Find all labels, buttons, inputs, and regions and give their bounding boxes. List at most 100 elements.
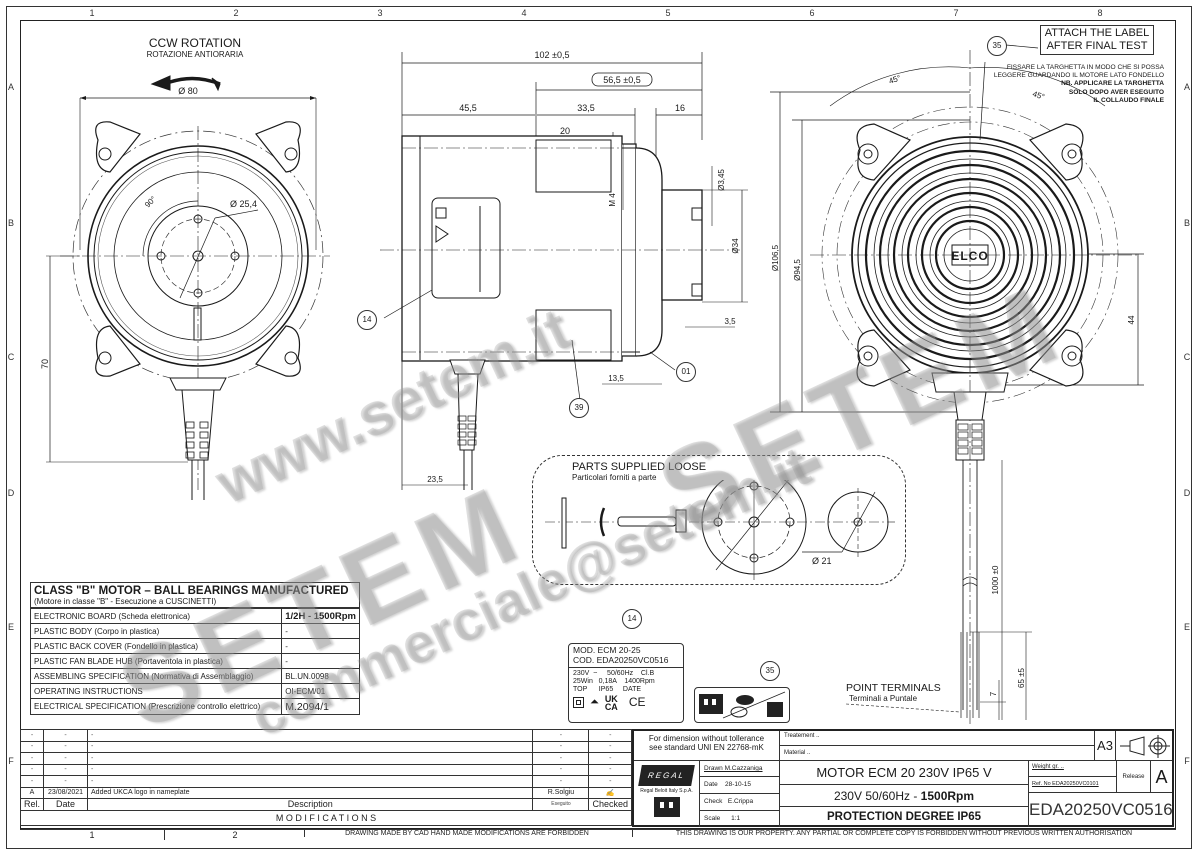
attach-label-line2: AFTER FINAL TEST bbox=[1046, 40, 1148, 53]
check-label: Check bbox=[704, 798, 723, 805]
svg-text:45°: 45° bbox=[888, 73, 902, 86]
svg-text:3,5: 3,5 bbox=[724, 317, 736, 326]
mod-date: 23/08/2021 bbox=[43, 786, 89, 799]
mod-row-empty: ----- bbox=[19, 763, 632, 776]
mod-row-empty: ----- bbox=[19, 729, 632, 742]
rotation-note: CCW ROTATION ROTAZIONE ANTIORARIA bbox=[110, 36, 280, 59]
elco-house-icon bbox=[653, 797, 680, 817]
mod-executed: R.Solgiu bbox=[532, 786, 590, 799]
date-value: 28-10-15 bbox=[724, 781, 751, 788]
spec-value: - bbox=[281, 638, 359, 654]
date-label: Date bbox=[704, 781, 718, 788]
svg-text:70: 70 bbox=[40, 359, 50, 369]
mod-row-empty: ----- bbox=[19, 752, 632, 765]
row-label: B bbox=[7, 218, 14, 228]
svg-text:102 ±0,5: 102 ±0,5 bbox=[535, 50, 570, 60]
elco-logo-icon bbox=[699, 691, 786, 719]
projection-symbol-icon bbox=[1116, 731, 1172, 761]
date-field: Date 28-10-15 bbox=[700, 777, 780, 794]
svg-text:Ø 25,4: Ø 25,4 bbox=[230, 199, 257, 209]
description-voltage: 230V 50/60Hz - bbox=[833, 789, 921, 803]
company-name: Regal Beloit Italy S.p.A. bbox=[640, 788, 693, 794]
spec-label: PLASTIC FAN BLADE HUB (Portaventola in p… bbox=[31, 653, 282, 669]
spec-label: OPERATING INSTRUCTIONS bbox=[31, 683, 282, 699]
description-rpm: 1500Rpm bbox=[920, 789, 975, 803]
callout-35-label: 35 bbox=[760, 661, 780, 681]
mod-header-rel: Rel. bbox=[19, 798, 45, 811]
col-label: 8 bbox=[1097, 8, 1103, 18]
spec-label: ASSEMBLING SPECIFICATION (Normativa di A… bbox=[31, 668, 282, 684]
svg-text:33,5: 33,5 bbox=[577, 103, 595, 113]
approval-mark-icon: ⏶ bbox=[590, 696, 599, 709]
svg-text:ELCO: ELCO bbox=[951, 249, 988, 263]
callout-35: 35 bbox=[987, 36, 1007, 56]
svg-text:Ø3,45: Ø3,45 bbox=[717, 169, 726, 191]
note-line: SOLO DOPO AVER ESEGUITO bbox=[1068, 88, 1164, 96]
spec-row: PLASTIC BACK COVER (Fondello in plastica… bbox=[31, 638, 359, 654]
svg-text:13,5: 13,5 bbox=[608, 374, 624, 383]
attach-label-line1: ATTACH THE LABEL bbox=[1044, 27, 1150, 39]
tolerance-line: see standard UNI EN 22768-mK bbox=[649, 743, 764, 752]
row-label: A bbox=[1183, 82, 1190, 92]
note-line: IL COLLAUDO FINALE bbox=[1093, 96, 1164, 104]
title-block: For dimension without tollerance see sta… bbox=[632, 729, 1174, 827]
row-label: A bbox=[7, 82, 14, 92]
svg-text:Ø 80: Ø 80 bbox=[178, 86, 198, 96]
description-line-3: PROTECTION DEGREE IP65 bbox=[826, 811, 981, 823]
drawing-inner-frame bbox=[20, 20, 1176, 829]
tolerance-line: For dimension without tollerance bbox=[648, 734, 765, 743]
svg-text:44: 44 bbox=[1127, 315, 1136, 324]
parts-loose-drawing: Ø 36 Ø 21 bbox=[545, 480, 895, 580]
col-label: 7 bbox=[953, 8, 959, 18]
brand-label bbox=[694, 687, 790, 723]
spec-label: PLASTIC BACK COVER (Fondello in plastica… bbox=[31, 638, 282, 654]
parts-loose-heading: PARTS SUPPLIED LOOSE bbox=[572, 461, 707, 473]
col-label: 1 bbox=[89, 8, 95, 18]
svg-text:Ø106,5: Ø106,5 bbox=[771, 244, 780, 271]
spec-value: BL.UN.0098 bbox=[281, 668, 359, 684]
note-line: NB. APPLICARE LA TARGHETTA bbox=[1061, 80, 1164, 88]
row-label: F bbox=[1184, 756, 1190, 766]
row-label: E bbox=[1183, 622, 1190, 632]
svg-text:23,5: 23,5 bbox=[427, 475, 443, 484]
mod-row-empty: ----- bbox=[19, 775, 632, 788]
footer-col-2: 2 bbox=[164, 830, 305, 840]
scale-label: Scale bbox=[704, 815, 721, 822]
nameplate-line: 25Win 0,18A 1400Rpm bbox=[573, 677, 655, 685]
release-label: Release bbox=[1116, 761, 1150, 793]
svg-text:1000 ±0: 1000 ±0 bbox=[991, 565, 1000, 594]
row-label: C bbox=[7, 352, 15, 362]
nameplate-model: MOD. ECM 20-25 bbox=[573, 645, 641, 655]
side-view-drawing: 102 ±0,5 56,5 ±0,5 45,5 33,5 16 20 M 4 Ø… bbox=[380, 50, 748, 490]
row-label: F bbox=[8, 756, 14, 766]
parts-loose-box bbox=[532, 455, 906, 585]
double-insulation-icon bbox=[573, 697, 584, 709]
svg-text:65 ±5: 65 ±5 bbox=[1017, 667, 1026, 688]
spec-label: ELECTRONIC BOARD (Scheda elettronica) bbox=[31, 608, 282, 624]
svg-text:Ø34: Ø34 bbox=[731, 238, 740, 254]
mod-header-checked: Checked bbox=[588, 798, 632, 811]
regal-logo: REGAL bbox=[638, 765, 695, 786]
col-label: 2 bbox=[233, 8, 239, 18]
row-label: D bbox=[1183, 488, 1191, 498]
row-label: E bbox=[7, 622, 14, 632]
spec-value: OI-ECM/01 bbox=[281, 683, 359, 699]
scale-field: Scale 1:1 bbox=[700, 811, 780, 827]
point-terminals-title: POINT TERMINALS bbox=[846, 682, 941, 694]
mod-rel: A bbox=[19, 786, 45, 799]
spec-value: M.2094/1 bbox=[281, 698, 359, 714]
callout-39: 39 bbox=[569, 398, 589, 418]
footer-bar bbox=[20, 829, 1176, 844]
nameplate-code: COD. EDA20250VC0516 bbox=[569, 655, 683, 668]
spec-value: - bbox=[281, 653, 359, 669]
spec-row: PLASTIC BODY (Corpo in plastica)- bbox=[31, 623, 359, 639]
check-field: Check E.Crippa bbox=[700, 794, 780, 811]
point-terminals-note: POINT TERMINALS Terminali a Puntale bbox=[846, 682, 941, 703]
parts-loose-title: PARTS SUPPLIED LOOSE Particolari forniti… bbox=[572, 461, 706, 482]
company-logo: REGAL Regal Beloit Italy S.p.A. bbox=[634, 761, 700, 827]
spec-row: ELECTRICAL SPECIFICATION (Prescrizione c… bbox=[31, 698, 359, 714]
note-line: FISSARE LA TARGHETTA IN MODO CHE SI POSS… bbox=[1006, 64, 1164, 71]
mod-title-row: M O D I F I C A T I O N S bbox=[20, 809, 632, 826]
modifications-title: M O D I F I C A T I O N S bbox=[20, 809, 632, 826]
